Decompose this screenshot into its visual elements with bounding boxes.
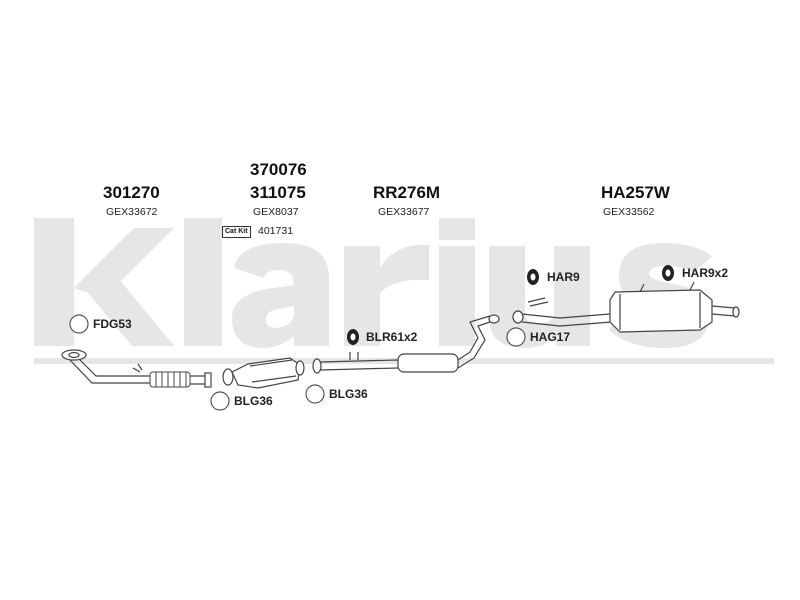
fitting-label: HAR9x2 (682, 266, 729, 280)
part-number-rear: HA257W (601, 183, 670, 202)
ref-downpipe: GEX33672 (106, 206, 158, 218)
gasket-ring-icon (69, 314, 89, 334)
part-number-downpipe: 301270 (103, 183, 160, 202)
fitting-label: HAG17 (530, 330, 571, 344)
ref-rear: GEX33562 (603, 206, 655, 218)
fitting-label: BLG36 (329, 387, 368, 401)
rubber-mount-icon (347, 329, 359, 345)
gasket-ring-icon (305, 384, 325, 404)
fitting-label: HAR9 (547, 270, 580, 284)
catkit-badge: Cat Kit (222, 226, 251, 238)
rubber-mount-icon (662, 265, 674, 281)
rear-silencer (512, 281, 740, 333)
fitting-label: BLR61x2 (366, 330, 418, 344)
ref-cat: GEX8037 (253, 206, 299, 218)
catalytic-converter (222, 357, 305, 389)
centre-section (312, 314, 500, 374)
rubber-mount-icon (527, 269, 539, 285)
fitting-label: FDG53 (93, 317, 132, 331)
catkit-code: 401731 (258, 225, 294, 237)
ref-centre: GEX33677 (378, 206, 430, 218)
gasket-ring-icon (506, 327, 526, 347)
gasket-ring-icon (210, 391, 230, 411)
part-number-centre: RR276M (373, 183, 441, 202)
front-downpipe (61, 349, 212, 388)
fitting-label: BLG36 (234, 394, 273, 408)
part-number-cat-top: 370076 (250, 160, 307, 179)
part-number-cat: 311075 (250, 183, 306, 202)
